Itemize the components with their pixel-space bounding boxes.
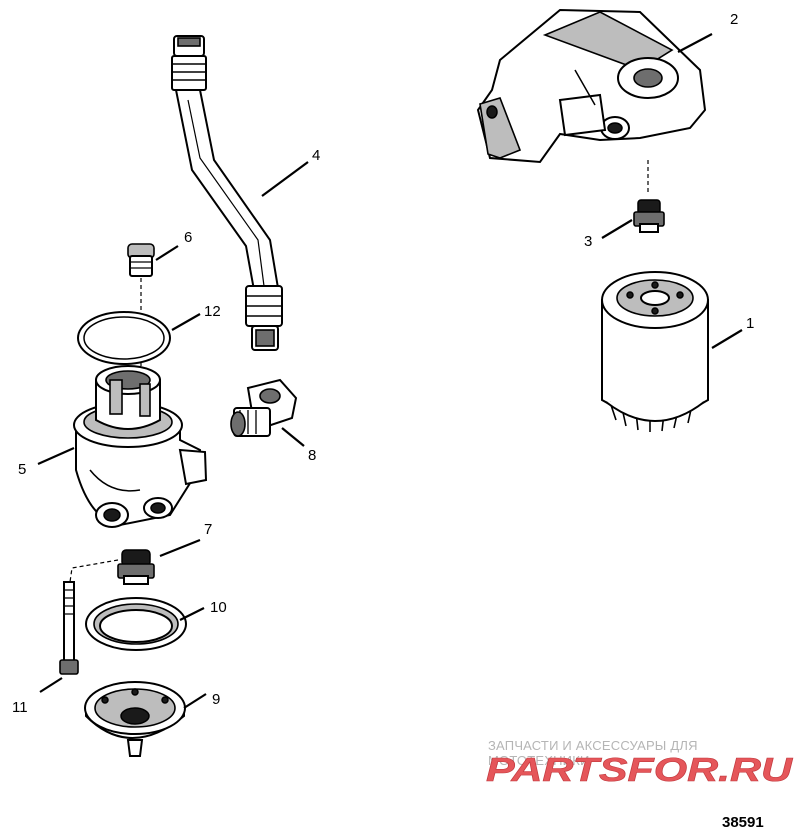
callout-4: 4 xyxy=(312,147,320,164)
callout-12: 12 xyxy=(204,303,221,320)
part-8-elbow-fitting xyxy=(230,378,298,437)
part-7-plug xyxy=(117,549,155,585)
part-2-adapter-bracket xyxy=(476,8,707,164)
callout-10: 10 xyxy=(210,599,227,616)
part-1-oil-filter xyxy=(601,271,709,432)
callout-8: 8 xyxy=(308,447,316,464)
part-6-plug xyxy=(127,243,155,277)
part-10-o-ring xyxy=(85,597,187,651)
callout-9: 9 xyxy=(212,691,220,708)
callout-1: 1 xyxy=(746,315,754,332)
callout-7: 7 xyxy=(204,521,212,538)
callout-3: 3 xyxy=(584,233,592,250)
watermark-brand-text: PARTSFOR.RU xyxy=(486,752,794,786)
part-5-filter-housing xyxy=(73,365,208,528)
part-12-o-ring xyxy=(77,311,171,365)
part-9-base-plate xyxy=(84,681,186,757)
callout-2: 2 xyxy=(730,11,738,28)
leader-lines xyxy=(37,33,743,709)
diagram-reference-number: 38591 xyxy=(722,814,764,831)
part-11-bolt xyxy=(59,581,79,675)
part-3-fitting xyxy=(633,199,665,233)
watermark-caption: ЗАПЧАСТИ И АКСЕССУАРЫ ДЛЯ МОТОТЕХНИКИ xyxy=(488,738,698,768)
watermark-brand-logo: PARTSFOR.RU xyxy=(486,752,794,786)
callout-labels: 1 2 3 4 5 6 7 8 9 10 11 12 xyxy=(12,11,754,716)
part-4-hose xyxy=(171,35,283,351)
callout-11: 11 xyxy=(12,699,28,716)
callout-6: 6 xyxy=(184,229,192,246)
callout-5: 5 xyxy=(18,461,26,478)
